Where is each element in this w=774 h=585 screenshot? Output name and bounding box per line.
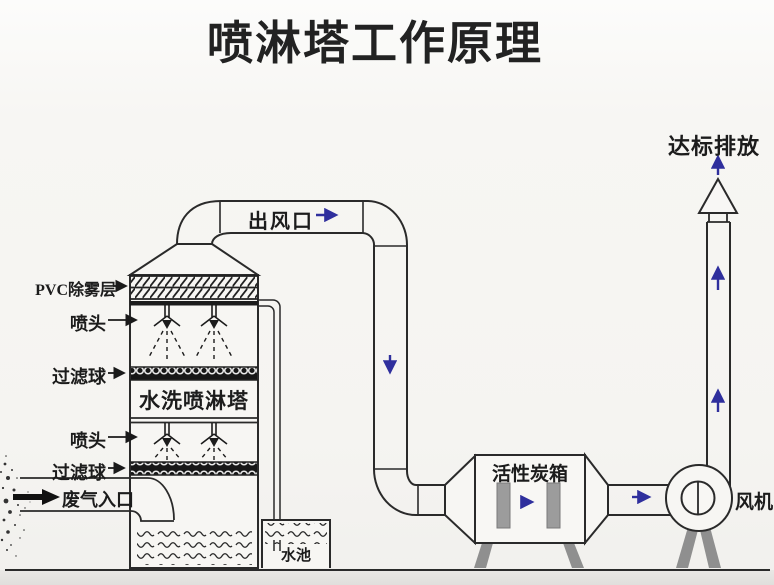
fan-leg-right bbox=[700, 527, 721, 568]
recirculation-pipe bbox=[258, 299, 281, 551]
carbon-box-leg-left bbox=[474, 543, 493, 568]
page-title: 喷淋塔工作原理 bbox=[207, 17, 543, 69]
gas-inlet-arrow-icon bbox=[13, 489, 60, 505]
label-carbon-box: 活性炭箱 bbox=[491, 464, 568, 485]
fan bbox=[665, 464, 733, 568]
label-filter-ball-upper: 过滤球 bbox=[52, 367, 106, 387]
tower-section-divider bbox=[130, 417, 258, 424]
label-compliant-emission: 达标排放 bbox=[667, 134, 760, 159]
gas-inlet-duct bbox=[20, 477, 175, 522]
lower-filter-ball-band bbox=[130, 461, 258, 476]
label-fan: 风机 bbox=[735, 492, 774, 513]
fan-leg-left bbox=[676, 527, 698, 568]
label-spray-head-upper: 喷头 bbox=[70, 314, 106, 334]
label-air-outlet: 出风口 bbox=[248, 211, 314, 233]
ground-strip bbox=[0, 570, 774, 585]
rain-cap bbox=[697, 176, 739, 214]
label-filter-ball-lower: 过滤球 bbox=[52, 463, 106, 483]
lower-spray-nozzles bbox=[152, 423, 229, 461]
exhaust-stack bbox=[697, 176, 739, 486]
inlet-mist bbox=[0, 455, 31, 557]
flow-arrows bbox=[316, 154, 726, 510]
water-pool bbox=[261, 519, 331, 568]
label-gas-inlet: 废气入口 bbox=[62, 490, 134, 510]
carbon-filter-plate bbox=[496, 482, 511, 529]
label-water-pool: 水池 bbox=[280, 548, 311, 564]
carbon-box-leg-right bbox=[563, 543, 584, 568]
label-tower-name: 水洗喷淋塔 bbox=[139, 389, 249, 413]
carbon-filter-plate bbox=[546, 482, 561, 529]
label-pvc-demister: PVC除雾层 bbox=[35, 282, 116, 299]
tower-sump-water bbox=[137, 528, 252, 565]
pvc-demister-band bbox=[130, 275, 258, 300]
upper-spray-nozzles bbox=[148, 305, 233, 361]
label-leader-arrows bbox=[108, 279, 138, 475]
spray-tower-body bbox=[20, 243, 262, 569]
fan-inlet-duct bbox=[608, 484, 671, 516]
upper-filter-ball-band bbox=[130, 366, 258, 381]
upper-spray-header bbox=[130, 301, 258, 306]
label-spray-head-lower: 喷头 bbox=[70, 431, 106, 451]
